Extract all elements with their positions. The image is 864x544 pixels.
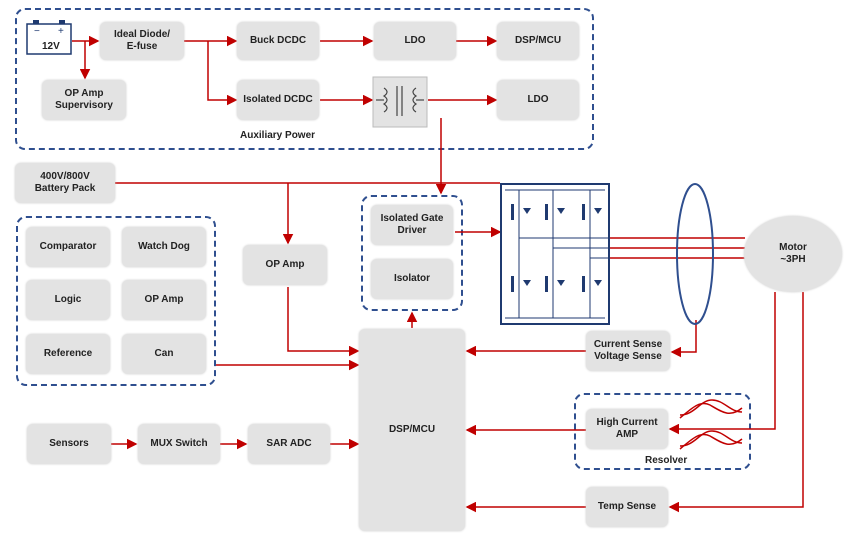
isolator-block: Isolator: [371, 259, 453, 299]
dsp-mcu-top-block: DSP/MCU: [497, 22, 579, 60]
ideal-diode-label: Ideal Diode/ E-fuse: [113, 29, 171, 52]
buck-dcdc-block: Buck DCDC: [237, 22, 319, 60]
high-current-amp-block: High Current AMP: [586, 409, 668, 449]
op-amp-supervisory-label: OP Amp Supervisory: [55, 88, 113, 111]
dsp-mcu-main-block: DSP/MCU: [359, 329, 465, 531]
inverter-bridge-icon: [500, 183, 610, 325]
ideal-diode-block: Ideal Diode/ E-fuse: [100, 22, 184, 60]
transformer-icon: [372, 76, 428, 128]
reference-label: Reference: [43, 348, 93, 359]
isolated-dcdc-label: Isolated DCDC: [243, 94, 313, 105]
sensors-label: Sensors: [49, 438, 89, 449]
gate-driver-group: [361, 195, 463, 311]
dsp-mcu-top-label: DSP/MCU: [514, 35, 562, 46]
battery-pack-label: 400V/800V Battery Pack: [34, 171, 96, 194]
current-sense-ring: [676, 183, 714, 325]
watch-dog-label: Watch Dog: [138, 241, 190, 252]
watch-dog-block: Watch Dog: [122, 227, 206, 267]
resolver-waves-icon: [679, 399, 743, 450]
logic-label: Logic: [54, 294, 82, 305]
current-voltage-sense-label: Current Sense Voltage Sense: [593, 339, 663, 362]
comparator-label: Comparator: [39, 241, 97, 252]
op-amp-mid-label: OP Amp: [265, 259, 305, 270]
ldo-top-block: LDO: [374, 22, 456, 60]
resolver-label: Resolver: [645, 455, 688, 466]
mux-switch-label: MUX Switch: [150, 438, 208, 449]
op-amp-left-block: OP Amp: [122, 280, 206, 320]
auxiliary-power-label: Auxiliary Power: [240, 130, 316, 141]
battery-pack-block: 400V/800V Battery Pack: [15, 163, 115, 203]
motor-label: Motor ~3PH: [779, 242, 807, 265]
mux-switch-block: MUX Switch: [138, 424, 220, 464]
sar-adc-block: SAR ADC: [248, 424, 330, 464]
sar-adc-label: SAR ADC: [266, 438, 312, 449]
current-voltage-sense-block: Current Sense Voltage Sense: [586, 331, 670, 371]
isolated-gate-driver-block: Isolated Gate Driver: [371, 205, 453, 245]
ldo-bottom-label: LDO: [527, 94, 549, 105]
sensors-block: Sensors: [27, 424, 111, 464]
battery-12v-icon: − +: [26, 20, 72, 55]
ldo-top-label: LDO: [404, 35, 426, 46]
logic-block: Logic: [26, 280, 110, 320]
svg-text:+: +: [58, 26, 64, 37]
dsp-mcu-main-label: DSP/MCU: [388, 424, 436, 435]
resolver-group: [574, 393, 751, 470]
op-amp-supervisory-block: OP Amp Supervisory: [42, 80, 126, 120]
isolated-gate-driver-label: Isolated Gate Driver: [380, 213, 444, 236]
comparator-block: Comparator: [26, 227, 110, 267]
can-block: Can: [122, 334, 206, 374]
battery-12v-label: 12V: [42, 41, 60, 52]
auxiliary-power-group: [15, 8, 594, 150]
reference-block: Reference: [26, 334, 110, 374]
high-current-amp-label: High Current AMP: [596, 417, 658, 440]
isolated-dcdc-block: Isolated DCDC: [237, 80, 319, 120]
op-amp-left-label: OP Amp: [144, 294, 184, 305]
buck-dcdc-label: Buck DCDC: [249, 35, 307, 46]
temp-sense-label: Temp Sense: [597, 501, 657, 512]
isolator-label: Isolator: [393, 273, 431, 284]
svg-text:−: −: [34, 26, 40, 37]
control-logic-group: [16, 216, 216, 386]
temp-sense-block: Temp Sense: [586, 487, 668, 527]
op-amp-mid-block: OP Amp: [243, 245, 327, 285]
motor-block: Motor ~3PH: [744, 216, 842, 292]
ldo-bottom-block: LDO: [497, 80, 579, 120]
can-label: Can: [154, 348, 174, 359]
